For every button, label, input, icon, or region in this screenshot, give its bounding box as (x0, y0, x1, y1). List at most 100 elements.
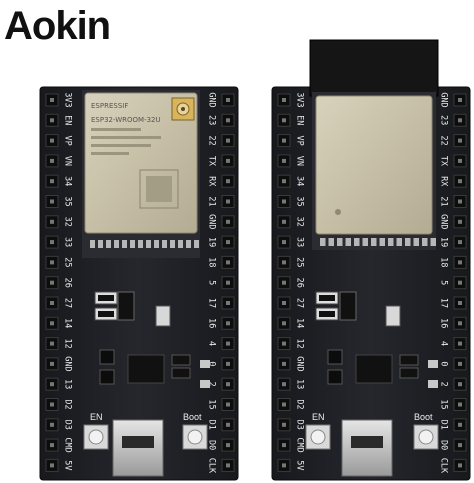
pin-label: EN (295, 115, 305, 125)
pin-tip (226, 422, 230, 427)
boot-button-label: Boot (414, 412, 433, 422)
pin-label: 2 (439, 382, 449, 387)
en-button: EN (83, 412, 109, 450)
pin-label: 25 (63, 257, 73, 267)
pin-label: 33 (295, 237, 305, 247)
pin-label: 32 (295, 217, 305, 227)
module-pad (194, 240, 199, 248)
module-pad (146, 240, 151, 248)
pin-label: GND (295, 356, 305, 371)
pin-tip (50, 280, 54, 285)
pin-tip (50, 118, 54, 123)
pin-label: 27 (63, 298, 73, 308)
pin-label: 3V3 (295, 92, 305, 107)
module-pad (413, 238, 419, 246)
pin-tip (282, 240, 286, 245)
en-button-label: EN (90, 412, 103, 422)
pin-label: 23 (207, 115, 217, 125)
module-pad (106, 240, 111, 248)
pin-label: D3 (63, 420, 73, 430)
module-pad (422, 238, 428, 246)
pin-label: VP (295, 135, 305, 145)
pin-label: 2 (207, 382, 217, 387)
pin-label: 27 (295, 298, 305, 308)
en-button: EN (305, 412, 331, 450)
pin-tip (282, 341, 286, 346)
pin-label: GND (207, 214, 217, 229)
pin-tip (458, 260, 462, 265)
module-pad (114, 240, 119, 248)
module-pad (328, 238, 334, 246)
pin-label: RX (207, 176, 217, 187)
pin-tip (226, 382, 230, 387)
pin-tip (458, 280, 462, 285)
pin-label: 18 (439, 257, 449, 267)
pin-label: D2 (63, 399, 73, 409)
pin-label: D0 (207, 440, 217, 450)
pin-tip (458, 179, 462, 184)
pin-label: GND (439, 214, 449, 229)
header-pins-right (453, 93, 467, 472)
pin-label: 16 (439, 318, 449, 328)
header-pins-left (45, 93, 59, 472)
pin-tip (226, 443, 230, 448)
module-pad (371, 238, 377, 246)
module-pad (337, 238, 343, 246)
module-pad (130, 240, 135, 248)
pin-tip (458, 402, 462, 407)
pin-tip (282, 118, 286, 123)
pin-tip (282, 98, 286, 102)
pin-label: 0 (439, 361, 449, 366)
pin-tip (50, 179, 54, 184)
pin-tip (226, 219, 230, 224)
module-pad (379, 238, 385, 246)
pin-tip (50, 158, 54, 163)
pin-tip (458, 199, 462, 204)
esp32-module (312, 92, 436, 250)
pin-tip (458, 463, 462, 468)
pin-tip (226, 301, 230, 305)
module-pads (90, 240, 199, 248)
header-pins-left (277, 93, 291, 472)
pin-label: 22 (439, 135, 449, 145)
pin-tip (458, 361, 462, 366)
pin-label: 21 (439, 196, 449, 206)
pin-tip (50, 321, 54, 326)
usb-connector (341, 419, 393, 477)
components (315, 291, 438, 388)
pin-label: 17 (207, 298, 217, 308)
pin-label: 3V3 (63, 92, 73, 107)
pin-tip (226, 361, 230, 366)
pin-tip (50, 219, 54, 224)
pin-label: VN (63, 156, 73, 166)
board-left: 3V3ENVPVN343532332526271412GND13D2D3CMD5… (39, 86, 239, 481)
pin-tip (226, 402, 230, 407)
pin-label: VP (63, 135, 73, 145)
pin-tip (50, 463, 54, 468)
module-brand: ESPRESSIF (91, 102, 128, 110)
pin-tip (458, 443, 462, 448)
pin-label: 34 (295, 176, 305, 186)
pin-label: D1 (439, 420, 449, 430)
pin-label: 4 (207, 341, 217, 346)
module-pad (98, 240, 103, 248)
boot-button-label: Boot (183, 412, 202, 422)
pin-tip (226, 260, 230, 265)
pin-tip (458, 219, 462, 224)
pin-tip (282, 138, 286, 143)
board-right: 3V3ENVPVN343532332526271412GND13D2D3CMD5… (271, 39, 471, 481)
pin-tip (282, 402, 286, 407)
pin-tip (282, 301, 286, 305)
pin-label: 13 (295, 379, 305, 389)
module-pad (345, 238, 351, 246)
pin-tip (50, 402, 54, 407)
brand-logo: Aokin (4, 4, 111, 48)
pin-tip (50, 199, 54, 204)
pin-label: TX (207, 156, 217, 167)
pin-tip (282, 219, 286, 224)
pin-tip (282, 361, 286, 366)
pin-label: 17 (439, 298, 449, 308)
pin-tip (50, 382, 54, 387)
pin-tip (282, 463, 286, 468)
pin-label: 5V (295, 460, 305, 470)
